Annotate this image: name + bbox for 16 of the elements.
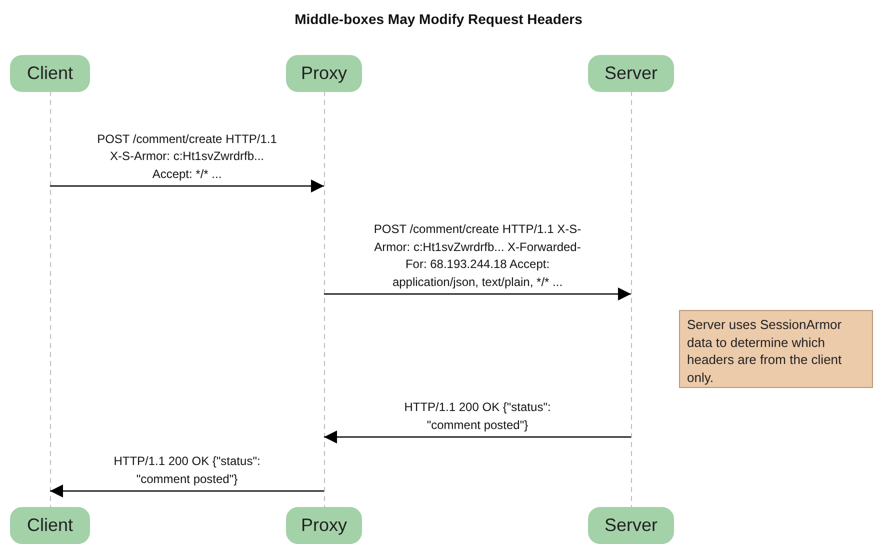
participant-box: Client — [10, 507, 90, 544]
participant-box: Proxy — [286, 55, 362, 92]
diagram-title: Middle-boxes May Modify Request Headers — [294, 11, 584, 27]
message-label: HTTP/1.1 200 OK {"status": "comment posted"} — [403, 399, 552, 434]
participant-box: Server — [588, 507, 674, 544]
participant-box: Server — [588, 55, 674, 92]
message-arrow — [50, 484, 324, 498]
message-label: POST /comment/create HTTP/1.1 X-S-Armor: c:Ht1svZwrdrfb... Accept: */* ... — [97, 130, 277, 183]
message-arrow — [324, 288, 631, 300]
message-arrow — [50, 180, 324, 192]
message-label: HTTP/1.1 200 OK {"status": "comment posted"} — [112, 453, 262, 488]
message-label: POST /comment/create HTTP/1.1 X-S-Armor: c:Ht1svZwrdrfb... X-Forwarded-For: 68.193.244.18 Accept: application/json, text/plain, */* ... — [372, 221, 582, 291]
participant-box: Client — [10, 55, 90, 92]
participant-box: Proxy — [286, 507, 362, 544]
message-arrow — [324, 430, 631, 444]
note-box: Server uses SessionArmor data to determine which headers are from the client only. — [679, 310, 873, 388]
